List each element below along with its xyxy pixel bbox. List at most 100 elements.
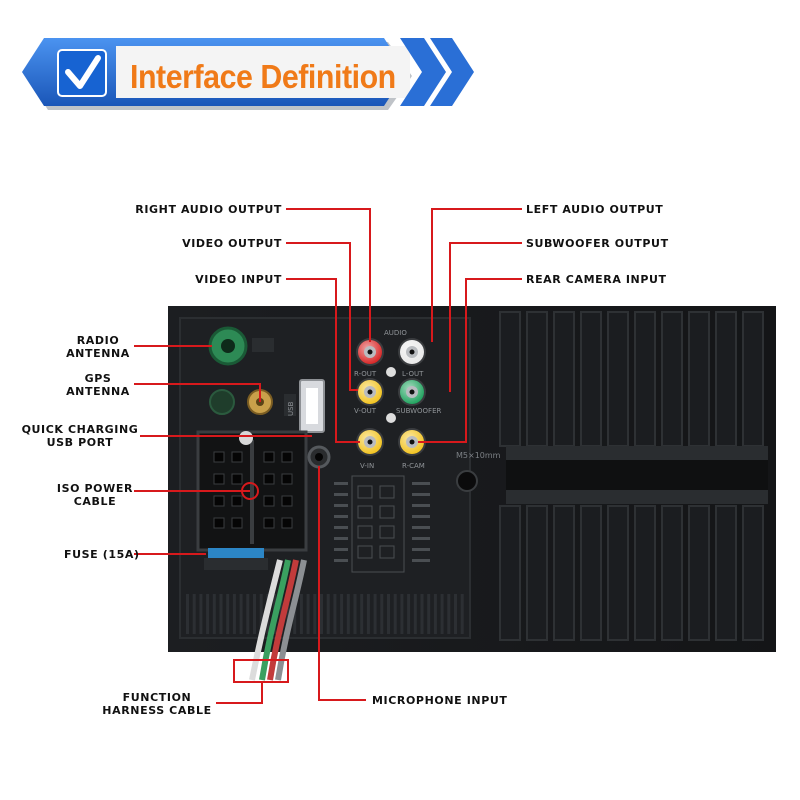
rca-right-audio-jack[interactable] [356, 338, 384, 366]
pinout-cell [379, 525, 395, 539]
pinout-row [334, 504, 348, 507]
vent-slot [447, 594, 451, 634]
pinout-row [412, 493, 430, 496]
rca-indicator [386, 367, 396, 377]
vent-slot [346, 594, 350, 634]
rca-audio-marking: AUDIO [384, 329, 407, 337]
leader-subwoofer [449, 242, 522, 392]
vent-slot [246, 594, 250, 634]
vent-slot [433, 594, 437, 634]
iso-pin [231, 451, 243, 463]
heatsink-fin [742, 505, 764, 641]
vent-slot [373, 594, 377, 634]
rca-jacks [356, 338, 426, 456]
iso-power-marker [241, 482, 259, 500]
wire-grey [275, 559, 307, 681]
iso-pin [231, 517, 243, 529]
rca-jack-pin [409, 439, 415, 445]
usb-marking: USB [287, 401, 295, 416]
leader-lines [134, 208, 522, 704]
iso-pin [263, 473, 275, 485]
label-video-output: VIDEO OUTPUT [182, 237, 282, 250]
pinout-row [334, 482, 348, 485]
label-radio-antenna: RADIO ANTENNA [56, 334, 140, 360]
label-iso-power-cable: ISO POWER CABLE [50, 482, 140, 508]
label-gps-antenna-line2: ANTENNA [66, 385, 130, 398]
heatsink-fins [499, 311, 764, 641]
check-icon [65, 55, 101, 89]
vent-slot [353, 594, 357, 634]
rca-subwoofer-marking: SUBWOOFER [396, 407, 442, 415]
pinout-row [334, 559, 348, 562]
label-usb-port: QUICK CHARGING USB PORT [20, 423, 140, 449]
heatsink-fin [499, 505, 521, 641]
banner-chevron-2 [430, 38, 474, 106]
label-radio-antenna-line2: ANTENNA [66, 347, 130, 360]
vent-slot [366, 594, 370, 634]
heatsink-fin [634, 311, 656, 447]
vent-slot [333, 594, 337, 634]
vent-slot [407, 594, 411, 634]
rca-video-input-jack[interactable] [356, 428, 384, 456]
heatsink-fin [499, 311, 521, 447]
screw-size-marking: M5×10mm [456, 451, 501, 460]
label-left-audio-output: LEFT AUDIO OUTPUT [526, 203, 664, 216]
rca-jack-pin [367, 439, 373, 445]
vent-slot [299, 594, 303, 634]
wire-green [259, 559, 291, 681]
iso-connector-pins [213, 451, 293, 529]
pinout-row [412, 482, 430, 485]
iso-pin [281, 495, 293, 507]
gps-connector-a [209, 389, 235, 415]
label-subwoofer-output: SUBWOOFER OUTPUT [526, 237, 669, 250]
vent-slot [226, 594, 230, 634]
rca-rear-camera-jack[interactable] [398, 428, 426, 456]
fuse-holder [204, 558, 268, 570]
vent-slot [320, 594, 323, 634]
vent-slot [460, 594, 464, 634]
heatsink-fin [553, 505, 575, 641]
usb-label-plate [284, 394, 296, 416]
pinout-diagram-box [351, 475, 405, 573]
pinout-cell [379, 545, 395, 559]
rca-left-audio-jack[interactable] [398, 338, 426, 366]
leader-rear-camera [418, 278, 522, 443]
label-gps-antenna-line1: GPS [84, 372, 112, 385]
vent-slot [232, 594, 236, 634]
vent-slot [253, 594, 256, 634]
banner-chevron-1 [400, 38, 446, 106]
rca-jack-pin [367, 349, 373, 355]
pinout-cell [357, 505, 373, 519]
pinout-row [334, 537, 348, 540]
label-usb-port-line1: QUICK CHARGING [21, 423, 139, 436]
rca-subwoofer-jack[interactable] [398, 378, 426, 406]
rca-markings: AUDIO R-OUT L-OUT V-OUT SUBWOOFER V-IN R… [287, 329, 442, 470]
title-banner [22, 38, 474, 110]
vent-slot [219, 594, 223, 634]
radio-antenna-pin [221, 339, 235, 353]
screw-hole [456, 470, 478, 492]
pinout-row [412, 548, 430, 551]
heatsink-fin [688, 505, 710, 641]
vent-slot [440, 594, 444, 634]
pinout-row [334, 526, 348, 529]
leader-video-input [286, 278, 360, 443]
rca-jack-pin [409, 349, 415, 355]
rca-video-output-jack[interactable] [356, 378, 384, 406]
vent-slot [306, 594, 310, 634]
vent-slot [239, 594, 243, 634]
leader-function-harness [216, 682, 263, 704]
pinout-cell [357, 545, 373, 559]
rca-rout-marking: R-OUT [354, 370, 377, 378]
vent-slot [454, 594, 457, 634]
bottom-vents [186, 594, 464, 634]
vent-slot [206, 594, 210, 634]
harness-wires [249, 559, 307, 681]
heatsink-fin [742, 311, 764, 447]
heatsink-fin [607, 311, 629, 447]
heatsink-fin [580, 311, 602, 447]
vent-slot [326, 594, 330, 634]
radio-antenna-label-plate [252, 338, 274, 352]
usb-port-tongue [306, 388, 318, 424]
label-gps-antenna: GPS ANTENNA [56, 372, 140, 398]
